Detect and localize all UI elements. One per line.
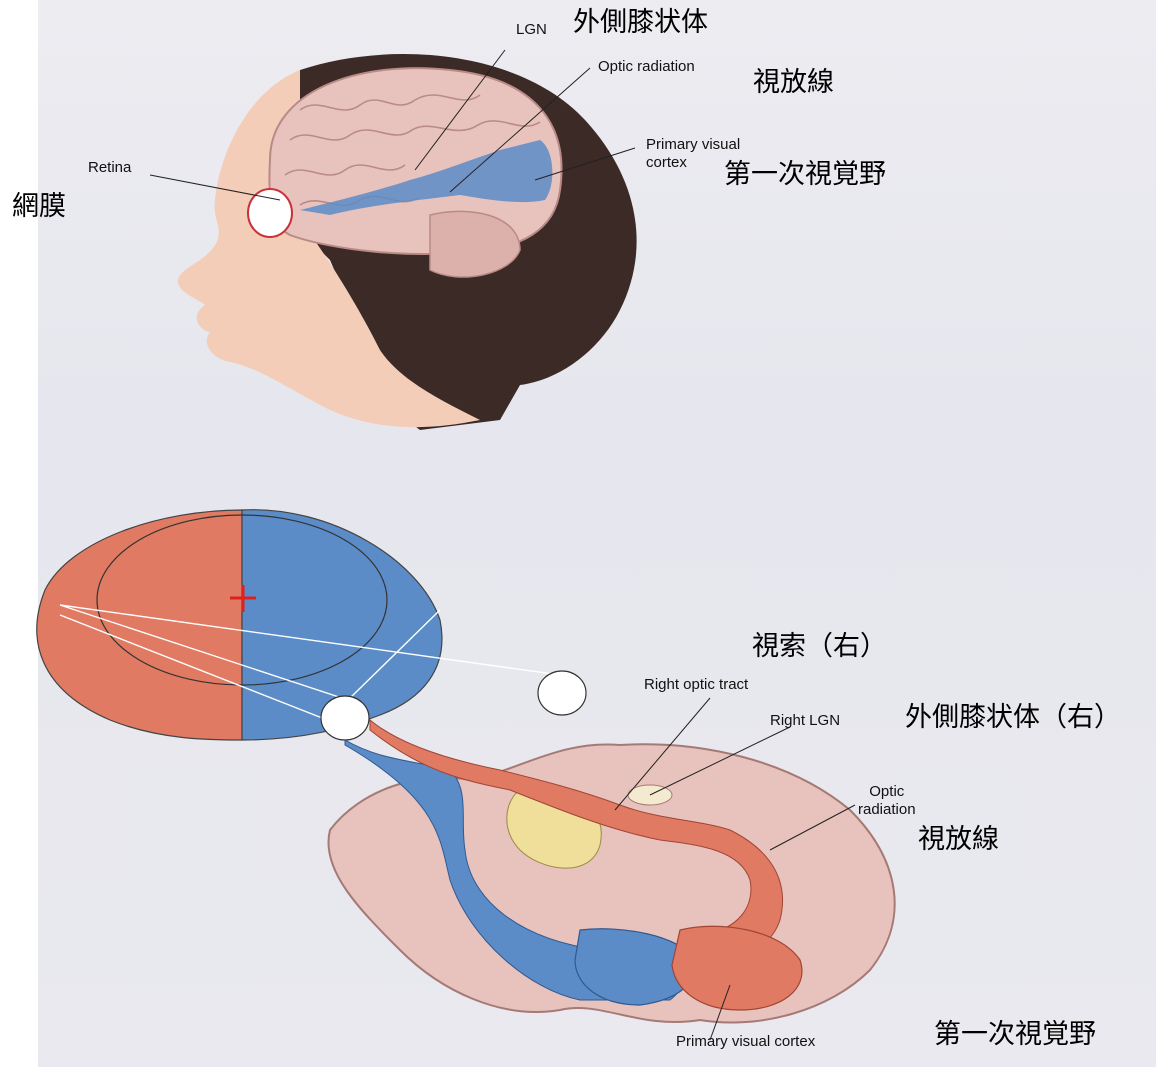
label-primary-visual-cortex-jp: 第一次視覚野 xyxy=(724,160,886,190)
label-optic-tract-jp: 視索（右） xyxy=(752,632,887,662)
brain-cross-section xyxy=(328,720,894,1023)
label-optic-radiation-bottom-jp: 視放線 xyxy=(918,825,999,855)
label-optic-radiation-bottom: Optic radiation xyxy=(858,783,916,819)
label-retina: Retina xyxy=(88,159,131,177)
left-eye-circle xyxy=(321,696,369,740)
visual-field-diagram xyxy=(37,510,586,740)
label-optic-radiation: Optic radiation xyxy=(598,58,695,76)
left-visual-field xyxy=(37,510,242,740)
label-right-lgn-jp: 外側膝状体（右） xyxy=(905,703,1121,733)
label-lgn: LGN xyxy=(516,21,547,39)
label-primary-visual-cortex-bottom-jp: 第一次視覚野 xyxy=(934,1020,1096,1050)
label-optic-radiation-jp: 視放線 xyxy=(753,68,834,98)
label-right-optic-tract: Right optic tract xyxy=(644,676,748,694)
right-eye-circle xyxy=(538,671,586,715)
label-right-lgn: Right LGN xyxy=(770,712,840,730)
label-primary-visual-cortex-bottom: Primary visual cortex xyxy=(676,1033,815,1051)
label-lgn-jp: 外側膝状体 xyxy=(573,8,708,38)
eye xyxy=(248,189,292,237)
label-retina-jp: 網膜 xyxy=(12,192,66,222)
